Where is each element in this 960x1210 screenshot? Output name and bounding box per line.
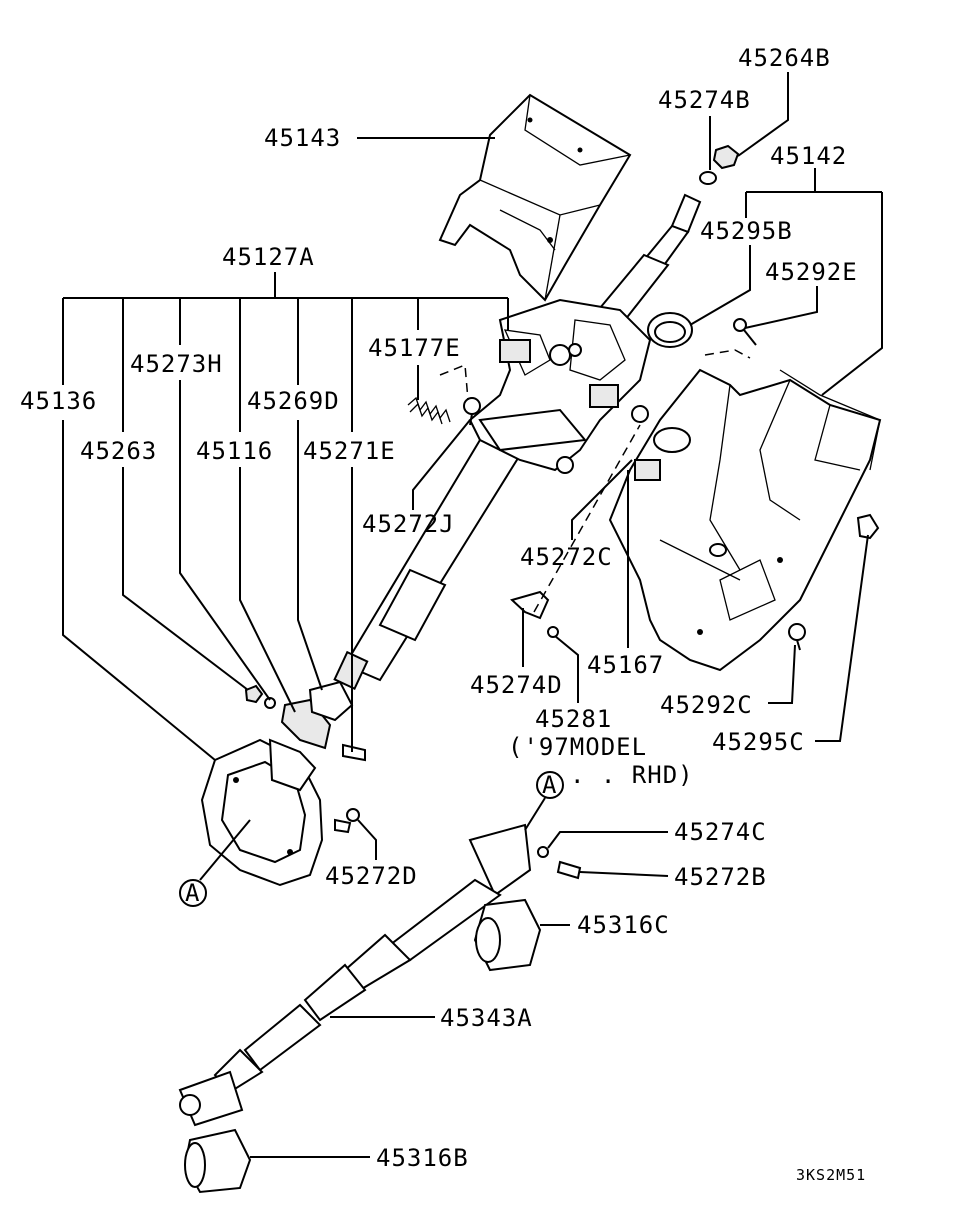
label-45271E: 45271E bbox=[303, 437, 396, 465]
label-45167: 45167 bbox=[587, 651, 664, 679]
column-boot-45136-shape bbox=[200, 738, 324, 887]
bolt-45272B-shape bbox=[556, 860, 582, 880]
outer-lower-cover-shape bbox=[779, 369, 881, 471]
label-45274D: 45274D bbox=[470, 671, 563, 699]
label-45281: 45281 bbox=[535, 705, 612, 733]
bolt-45272C-shape bbox=[631, 405, 649, 423]
column-bracket-assembly-shape bbox=[468, 298, 652, 474]
washer-45274C-shape bbox=[537, 846, 549, 858]
bushing-45316C-shape bbox=[473, 898, 542, 972]
label-45272J: 45272J bbox=[362, 510, 455, 538]
spring-45177E-shape bbox=[407, 396, 451, 425]
label-45272D: 45272D bbox=[325, 862, 418, 890]
bolt-45272D-shape bbox=[334, 808, 360, 834]
screw-45292E-shape bbox=[733, 318, 757, 346]
upper-column-cover-shape bbox=[438, 93, 632, 302]
label-45316C: 45316C bbox=[577, 911, 670, 939]
ref-circle-bottom-shape bbox=[179, 879, 207, 907]
label-45142: 45142 bbox=[770, 142, 847, 170]
label-45274C: 45274C bbox=[674, 818, 767, 846]
label-45127A: 45127A bbox=[222, 243, 315, 271]
washer-45274B-shape bbox=[699, 171, 717, 185]
intermediate-shaft-45343A-shape bbox=[178, 823, 532, 1127]
label-45316B: 45316B bbox=[376, 1144, 469, 1172]
label-45177E: 45177E bbox=[368, 334, 461, 362]
nut-45263-shape bbox=[244, 684, 276, 709]
label-45274B: 45274B bbox=[658, 86, 751, 114]
label-45264B: 45264B bbox=[738, 44, 831, 72]
label-45143: 45143 bbox=[264, 124, 341, 152]
label-45343A: 45343A bbox=[440, 1004, 533, 1032]
note-model-line2: . . RHD) bbox=[570, 761, 694, 789]
leader-lines bbox=[62, 72, 883, 1158]
screw-45292C-shape bbox=[788, 623, 806, 651]
bushing-45316B-shape bbox=[183, 1128, 252, 1194]
label-45269D: 45269D bbox=[247, 387, 340, 415]
drawing-code: 3KS2M51 bbox=[796, 1166, 866, 1184]
label-45272C: 45272C bbox=[520, 543, 613, 571]
nut-45264B-shape bbox=[712, 144, 740, 170]
screw-45281-shape bbox=[547, 626, 559, 638]
upper-column-shaft-shape bbox=[333, 193, 702, 690]
label-45292C: 45292C bbox=[660, 691, 753, 719]
grommet-45295B-shape bbox=[647, 312, 693, 348]
label-45136: 45136 bbox=[20, 387, 97, 415]
label-45273H: 45273H bbox=[130, 350, 223, 378]
clip-45295C-shape bbox=[856, 513, 880, 540]
lower-column-cover-shape bbox=[608, 368, 882, 672]
note-model-line1: ('97MODEL bbox=[508, 733, 647, 761]
ref-letter-a-top: A bbox=[542, 771, 557, 799]
bolt-45272J-shape bbox=[463, 397, 481, 426]
label-45295B: 45295B bbox=[700, 217, 793, 245]
label-45272B: 45272B bbox=[674, 863, 767, 891]
label-45292E: 45292E bbox=[765, 258, 858, 286]
cap-45269D-shape bbox=[308, 680, 354, 722]
label-45295C: 45295C bbox=[712, 728, 805, 756]
ref-circle-top-shape bbox=[536, 771, 564, 799]
label-45116: 45116 bbox=[196, 437, 273, 465]
screw-45271E-shape bbox=[342, 743, 366, 762]
label-45263: 45263 bbox=[80, 437, 157, 465]
ref-letter-a-bottom: A bbox=[185, 879, 200, 907]
